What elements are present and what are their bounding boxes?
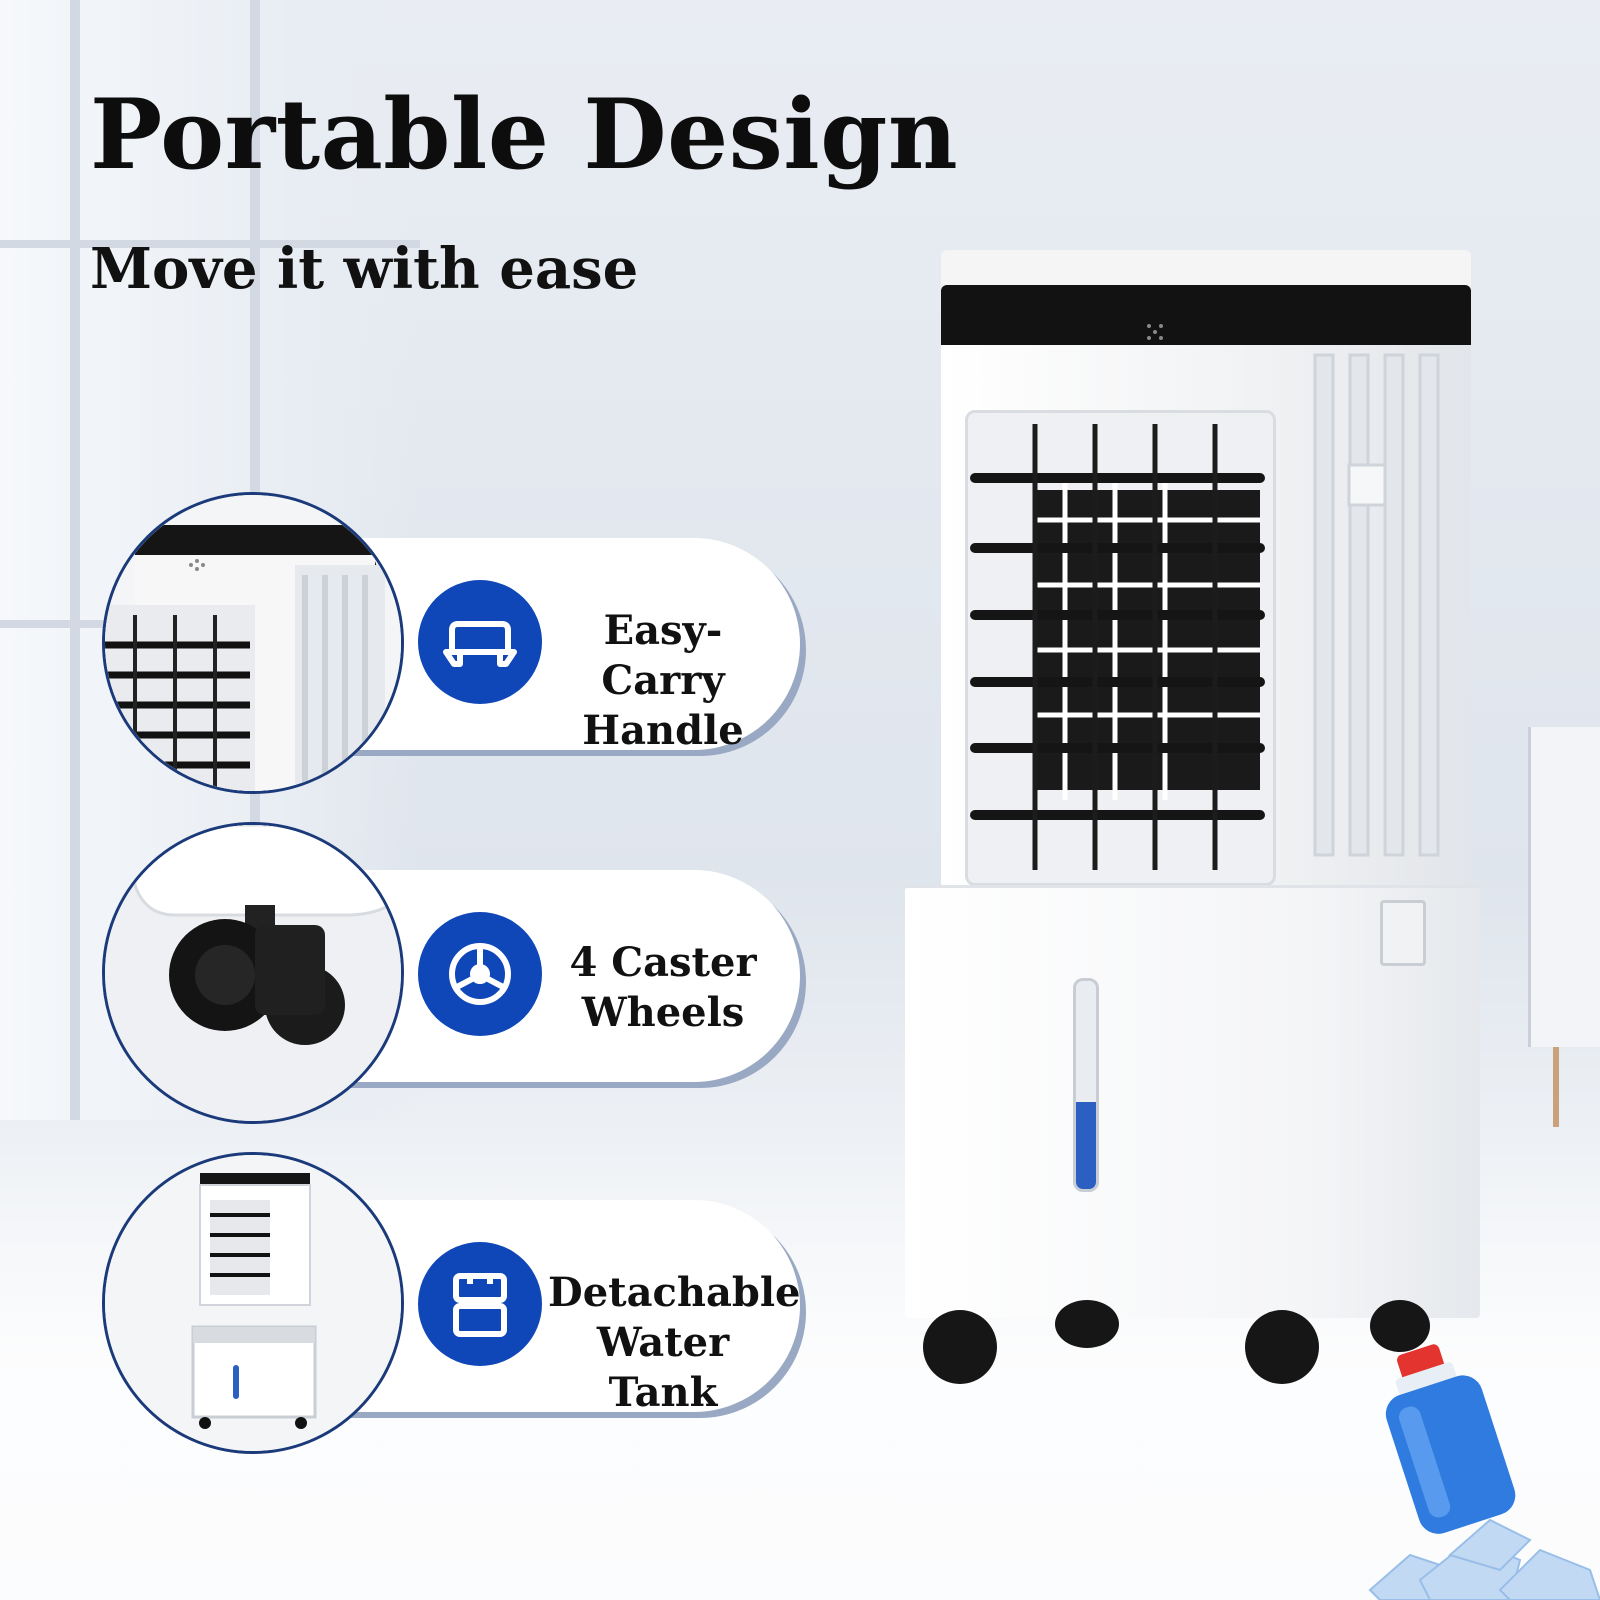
air-cooler: [905, 250, 1480, 1400]
page-title: Portable Design: [90, 78, 959, 191]
tank-latch: [1380, 900, 1426, 966]
background-cabinet: [1528, 727, 1600, 1127]
water-tank-icon: [418, 1242, 542, 1366]
side-vents: [1313, 353, 1440, 857]
handle-icon: [418, 580, 542, 704]
feature-photo-tank: [102, 1152, 404, 1454]
cooler-top-band: [941, 285, 1471, 345]
feature-label-wheels: 4 Caster Wheels: [569, 939, 757, 1036]
ice-pack-bottle: [1385, 1344, 1516, 1534]
feature-photo-handle: [102, 492, 404, 794]
caster-wheel: [1055, 1300, 1119, 1348]
caster-wheel: [923, 1310, 997, 1384]
feature-label-tank: Detachable Water Tank: [548, 1269, 801, 1416]
water-level-gauge: [1073, 978, 1099, 1192]
feature-label-handle: Easy-Carry Handle: [582, 607, 744, 754]
caster-wheel: [1245, 1310, 1319, 1384]
caster-wheel: [1370, 1300, 1430, 1352]
cooler-top-cap: [941, 250, 1471, 290]
water-level-fill: [1076, 1101, 1096, 1189]
page-subtitle: Move it with ease: [90, 236, 639, 302]
air-louvers: [970, 424, 1265, 870]
feature-photo-wheels: [102, 822, 404, 1124]
wheel-icon: [418, 912, 542, 1036]
ice-cubes: [1368, 1518, 1600, 1600]
control-dots: [1147, 324, 1163, 340]
